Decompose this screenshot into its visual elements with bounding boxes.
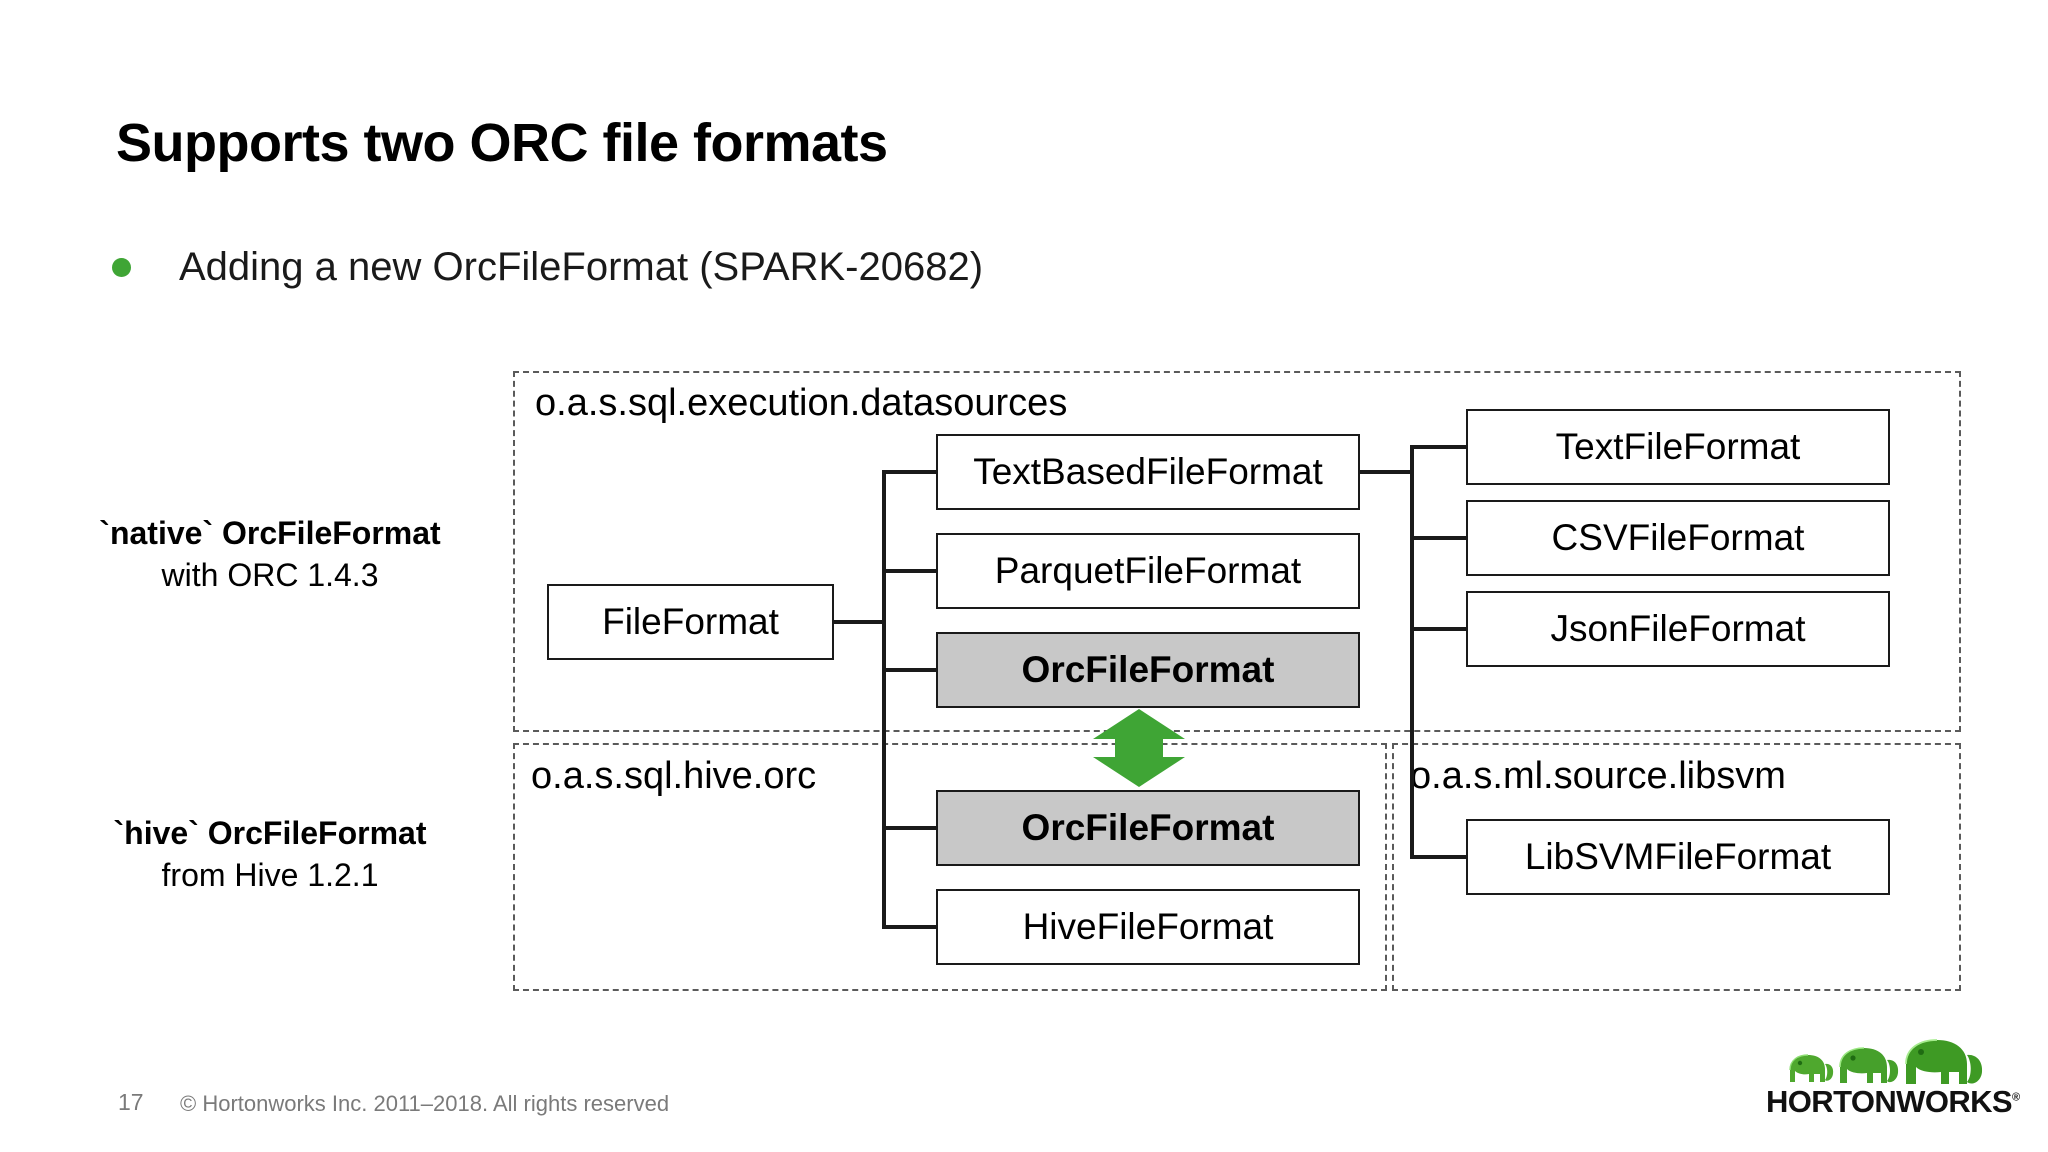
connector-branch-text [1410, 445, 1468, 449]
bullet-marker-icon [112, 258, 131, 277]
package-label-hive-orc: o.a.s.sql.hive.orc [531, 755, 817, 797]
connector-textbased-stub [1358, 470, 1412, 474]
node-textfileformat[interactable]: TextFileFormat [1466, 409, 1890, 485]
package-label-datasources: o.a.s.sql.execution.datasources [535, 382, 1068, 424]
connector-branch-libsvm [1410, 855, 1468, 859]
elephants-icon [1789, 1039, 1983, 1084]
node-csvfileformat[interactable]: CSVFileFormat [1466, 500, 1890, 576]
connector-branch-textbased [882, 470, 938, 474]
annotation-native-orcfileformat: `native` OrcFileFormat with ORC 1.4.3 [45, 513, 495, 596]
logo-wordmark-text: HORTONWORKS [1766, 1084, 2013, 1119]
connector-branch-csv [1410, 536, 1468, 540]
node-jsonfileformat[interactable]: JsonFileFormat [1466, 591, 1890, 667]
node-orcfileformat-hive[interactable]: OrcFileFormat [936, 790, 1360, 866]
annotation-hive-line1: `hive` OrcFileFormat [113, 815, 427, 851]
node-fileformat[interactable]: FileFormat [547, 584, 834, 660]
package-container-datasources [513, 371, 1961, 732]
logo-trademark: ® [2012, 1091, 2020, 1104]
connector-branch-hivefileformat [882, 925, 938, 929]
annotation-hive-orcfileformat: `hive` OrcFileFormat from Hive 1.2.1 [45, 813, 495, 896]
logo-wordmark: HORTONWORKS® [1766, 1084, 2020, 1120]
node-libsvmfileformat[interactable]: LibSVMFileFormat [1466, 819, 1890, 895]
package-container-hive-orc [513, 743, 1387, 991]
double-headed-vertical-arrow-icon [1093, 709, 1185, 787]
connector-root-stub [834, 620, 884, 624]
node-parquetfileformat[interactable]: ParquetFileFormat [936, 533, 1360, 609]
connector-trunk-left [882, 470, 886, 927]
connector-branch-parquet [882, 569, 938, 573]
connector-branch-orc-hive [882, 826, 938, 830]
connector-branch-json [1410, 627, 1468, 631]
bullet-list-item: Adding a new OrcFileFormat (SPARK-20682) [112, 245, 983, 290]
annotation-native-line1: `native` OrcFileFormat [99, 515, 441, 551]
footer-copyright: © Hortonworks Inc. 2011–2018. All rights… [180, 1091, 670, 1116]
package-label-libsvm: o.a.s.ml.source.libsvm [1410, 755, 1786, 797]
page-title: Supports two ORC file formats [116, 113, 888, 173]
bullet-item-label: Adding a new OrcFileFormat (SPARK-20682) [179, 245, 984, 289]
package-container-libsvm [1392, 743, 1961, 991]
node-orcfileformat-native[interactable]: OrcFileFormat [936, 632, 1360, 708]
connector-trunk-right [1410, 445, 1414, 857]
annotation-hive-line2: from Hive 1.2.1 [161, 856, 379, 893]
node-textbasedfileformat[interactable]: TextBasedFileFormat [936, 434, 1360, 510]
footer-page-number: 17 [118, 1089, 144, 1115]
annotation-native-line2: with ORC 1.4.3 [161, 556, 379, 593]
node-hivefileformat[interactable]: HiveFileFormat [936, 889, 1360, 965]
hortonworks-logo: HORTONWORKS® [1766, 1036, 2020, 1122]
connector-branch-orc-native [882, 668, 938, 672]
